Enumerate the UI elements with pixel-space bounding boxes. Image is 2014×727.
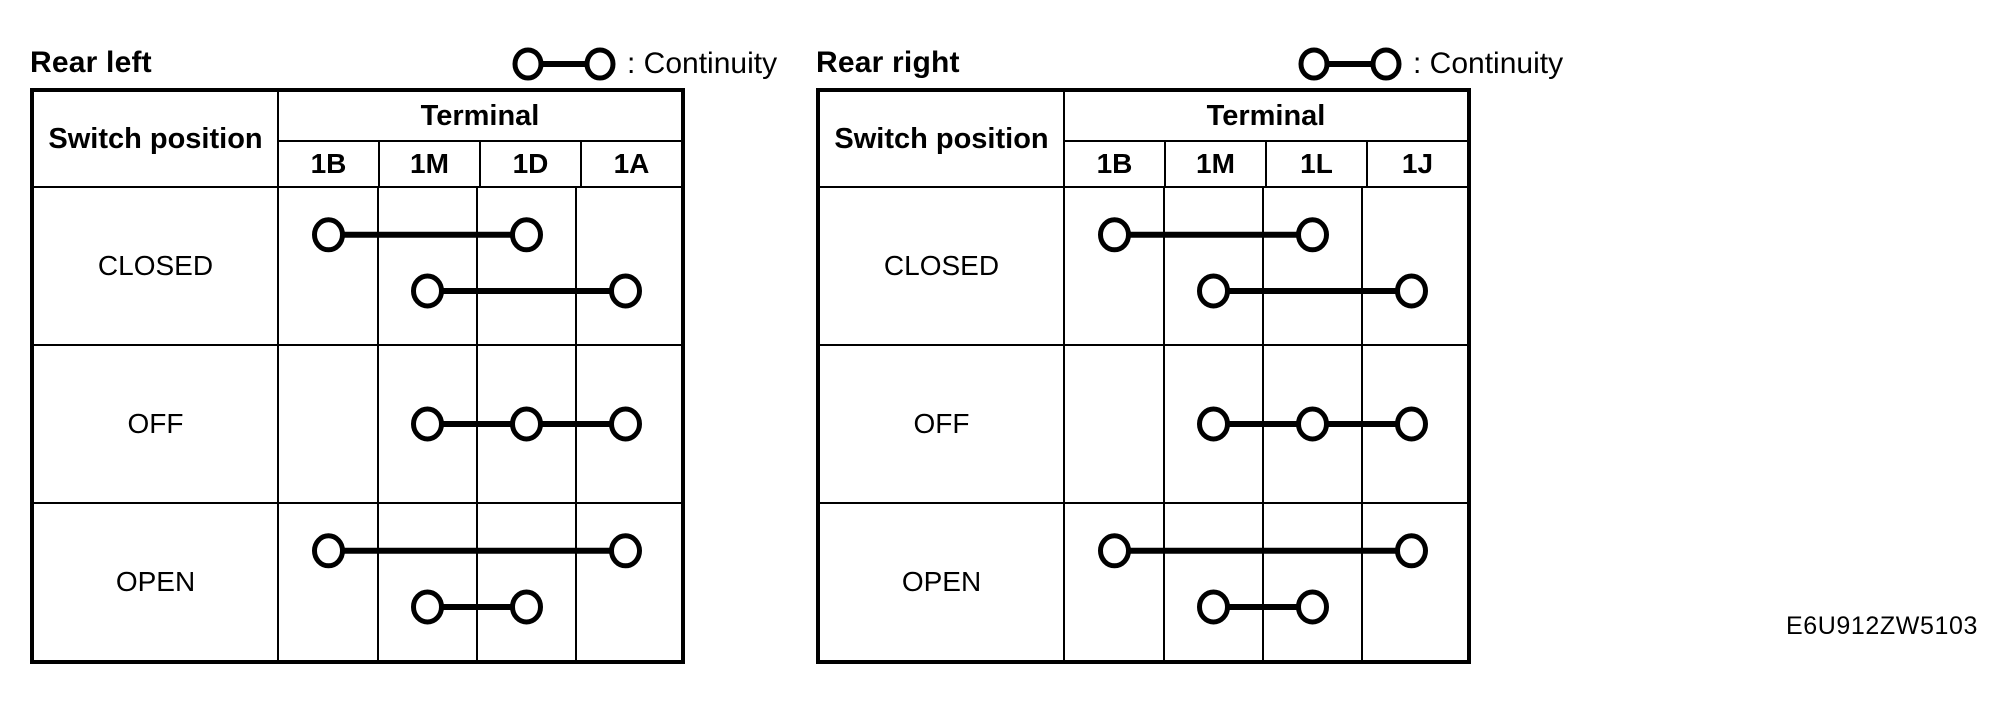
switch-position-off: OFF	[31, 344, 279, 504]
panel-title: Rear right	[816, 46, 960, 79]
continuity-cell-closed	[1063, 186, 1470, 346]
table-header-row-top: Switch position Terminal	[31, 89, 684, 188]
continuity-diagram	[1065, 346, 1461, 502]
continuity-cell-open	[1063, 502, 1470, 663]
continuity-table-rear-left: Rear left : Continuity Switch position T…	[30, 42, 1198, 664]
panel-header: Rear left : Continuity	[30, 42, 1198, 88]
continuity-symbol-icon	[512, 47, 616, 81]
header-terminal-0: 1B	[277, 140, 380, 188]
header-terminal: Terminal	[1063, 89, 1470, 142]
continuity-cell-closed	[277, 186, 684, 346]
switch-position-closed: CLOSED	[31, 186, 279, 346]
header-terminal-1: 1M	[1164, 140, 1267, 188]
legend-label: : Continuity	[1413, 47, 1564, 80]
header-switch-position: Switch position	[31, 89, 279, 188]
legend: : Continuity	[1296, 47, 1563, 81]
header-switch-position: Switch position	[817, 89, 1065, 188]
table-row: OFF	[31, 344, 684, 504]
header-terminal-3: 1A	[580, 140, 684, 188]
figure-code: E6U912ZW5103	[1785, 612, 1978, 640]
continuity-diagram	[279, 346, 675, 502]
header-terminal-2: 1D	[479, 140, 582, 188]
header-terminal-0: 1B	[1063, 140, 1166, 188]
table-row: CLOSED	[31, 186, 684, 346]
continuity-cell-off	[1063, 344, 1470, 504]
continuity-cell-off	[277, 344, 684, 504]
table-header-row-terminals: 1B 1M 1L 1J	[818, 140, 1470, 188]
continuity-diagram	[279, 188, 675, 344]
legend-label: : Continuity	[627, 47, 778, 80]
continuity-diagram	[279, 504, 675, 660]
continuity-diagram	[1065, 504, 1461, 660]
table-row: OFF	[817, 344, 1470, 504]
continuity-table-rear-right: Rear right : Continuity Switch position …	[816, 42, 1984, 664]
table-header-row-top: Switch position Terminal	[817, 89, 1470, 188]
header-terminal-3: 1J	[1366, 140, 1470, 188]
continuity-diagram	[1065, 188, 1461, 344]
continuity-cell-open	[277, 502, 684, 663]
table-row: OPEN	[817, 502, 1470, 663]
header-terminal: Terminal	[277, 89, 684, 142]
table-rear-right: Switch position Terminal 1B 1M 1L 1J CLO…	[816, 88, 1471, 664]
legend: : Continuity	[510, 47, 777, 81]
header-terminal-2: 1L	[1265, 140, 1368, 188]
switch-position-open: OPEN	[817, 502, 1065, 663]
table-row: CLOSED	[817, 186, 1470, 346]
switch-position-off: OFF	[817, 344, 1065, 504]
switch-position-open: OPEN	[31, 502, 279, 663]
table-row: OPEN	[31, 502, 684, 663]
panel-header: Rear right : Continuity	[816, 42, 1984, 88]
table-rear-left: Switch position Terminal 1B 1M 1D 1A CLO…	[30, 88, 685, 664]
switch-position-closed: CLOSED	[817, 186, 1065, 346]
panel-title: Rear left	[30, 46, 152, 79]
table-header-row-terminals: 1B 1M 1D 1A	[32, 140, 684, 188]
header-terminal-1: 1M	[378, 140, 481, 188]
continuity-symbol-icon	[1298, 47, 1402, 81]
